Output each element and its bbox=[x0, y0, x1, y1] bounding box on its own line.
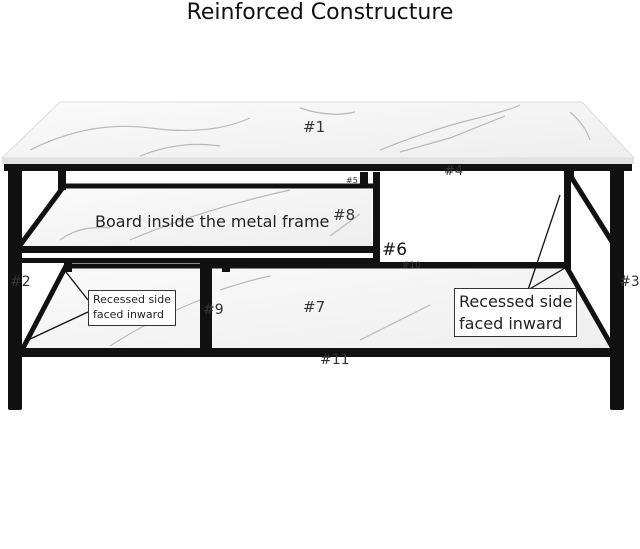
callout-right-line1: Recessed side bbox=[459, 292, 573, 311]
back-leg-left bbox=[58, 160, 66, 190]
right-upper-brace bbox=[567, 173, 617, 247]
part-label-1: #1 bbox=[303, 118, 326, 136]
middle-shelf-front-rail bbox=[18, 246, 378, 253]
callout-left-line1: Recessed side bbox=[93, 293, 171, 306]
part-label-9: #9 bbox=[203, 302, 224, 318]
part-label-11: #11 bbox=[320, 352, 350, 368]
board-note: Board inside the metal frame bbox=[95, 212, 330, 231]
bottom-back-rail bbox=[210, 262, 570, 268]
callout-right: Recessed side faced inward bbox=[454, 288, 578, 338]
part-label-10: #10 bbox=[402, 261, 421, 271]
part-label-6: #6 bbox=[382, 240, 408, 260]
middle-shelf-post bbox=[373, 172, 380, 260]
marble-veins-top bbox=[29, 104, 591, 157]
bottom-back-foot-left bbox=[64, 262, 72, 272]
middle-shelf-frame-back bbox=[15, 183, 376, 250]
bottom-front-rail bbox=[18, 348, 622, 357]
right-back-post bbox=[564, 170, 571, 270]
middle-shelf-board bbox=[20, 190, 372, 246]
marble-veins-middle bbox=[59, 189, 361, 241]
part-label-5: #5 bbox=[346, 176, 358, 185]
callout-pointer-lines bbox=[27, 194, 566, 341]
part-label-4: #4 bbox=[444, 164, 464, 179]
callout-left: Recessed side faced inward bbox=[88, 290, 176, 326]
middle-shelf-post-back bbox=[360, 172, 368, 186]
middle-shelf-lower-rail bbox=[20, 258, 380, 263]
part-label-7: #7 bbox=[303, 298, 326, 316]
bottom-back-foot bbox=[222, 262, 230, 272]
diagram-title: Reinforced Constructure bbox=[186, 0, 454, 25]
bottom-divider-post bbox=[200, 262, 212, 352]
part-label-8: #8 bbox=[333, 206, 356, 224]
callout-right-line2: faced inward bbox=[459, 313, 563, 333]
top-frame-rail bbox=[4, 164, 632, 171]
marble-top-edge bbox=[2, 158, 634, 164]
part-label-3: #3 bbox=[619, 274, 640, 290]
part-label-2: #2 bbox=[10, 274, 31, 290]
callout-left-line2: faced inward bbox=[93, 307, 164, 321]
